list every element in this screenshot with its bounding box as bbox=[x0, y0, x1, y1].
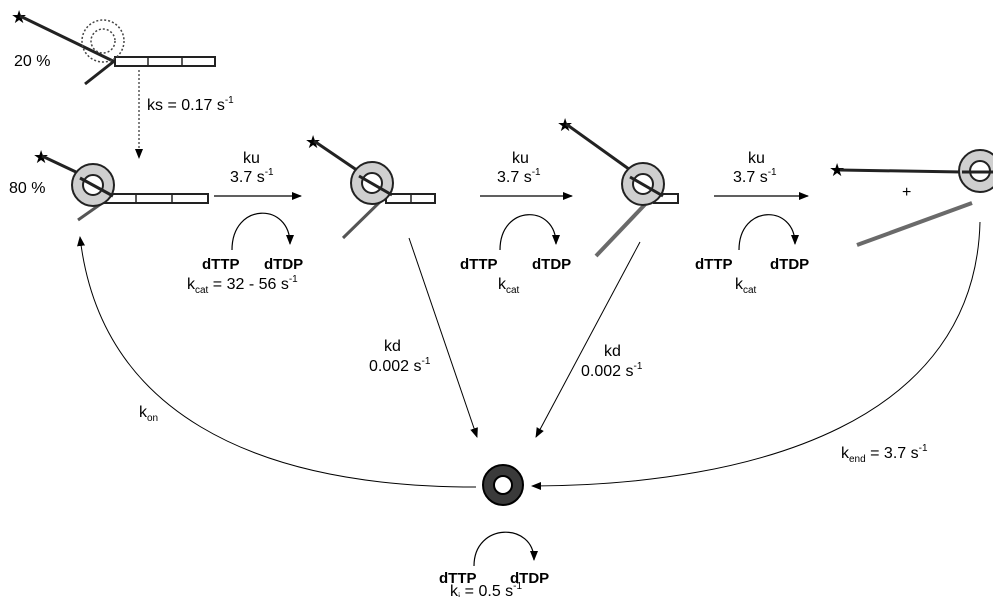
free-dttp-label: dTTP bbox=[439, 570, 477, 587]
ku-label-1: ku bbox=[243, 150, 260, 167]
ks-label: ks = 0.17 s-1 bbox=[147, 95, 234, 114]
dttp-label-1: dTTP bbox=[202, 256, 240, 273]
ku-value-3: 3.7 s-1 bbox=[733, 167, 777, 186]
dtdp-label-1: dTDP bbox=[264, 256, 303, 273]
kd-value-2: 0.002 s-1 bbox=[581, 361, 643, 380]
kcat-label-1: kcat = 32 - 56 s-1 bbox=[187, 274, 298, 296]
free-atp-hydrolysis-arrow bbox=[473, 531, 538, 567]
star-icon: ★ bbox=[33, 147, 49, 167]
ku-label-3: ku bbox=[748, 150, 765, 167]
ku-value-1: 3.7 s-1 bbox=[230, 167, 274, 186]
plus-sign: + bbox=[902, 184, 911, 201]
kd-name-1: kd bbox=[384, 338, 401, 355]
enzyme-dna-complex-3: ★ bbox=[557, 115, 679, 258]
dtdp-label-3: dTDP bbox=[770, 256, 809, 273]
unbound-substrate: ★ bbox=[11, 7, 216, 86]
dttp-label-3: dTTP bbox=[695, 256, 733, 273]
free-enzyme bbox=[482, 464, 524, 506]
ku-label-2: ku bbox=[512, 150, 529, 167]
dttp-label-2: dTTP bbox=[460, 256, 498, 273]
star-icon: ★ bbox=[557, 115, 573, 135]
kcat-label-3: kcat bbox=[735, 276, 757, 296]
atp-hydrolysis-arrow-3 bbox=[738, 214, 799, 251]
kend-label: kend = 3.7 s-1 bbox=[841, 443, 928, 465]
enzyme-dna-complex-1: ★ bbox=[33, 147, 209, 222]
ku-value-2: 3.7 s-1 bbox=[497, 167, 541, 186]
ki-label: ki = 0.5 s-1 bbox=[450, 581, 522, 597]
kd-arrow-2 bbox=[535, 241, 641, 438]
atp-hydrolysis-arrow-1 bbox=[231, 212, 294, 251]
dotted-enzyme-outline bbox=[81, 19, 125, 63]
percent-unbound: 20 % bbox=[14, 53, 50, 70]
unwound-products: ★ bbox=[829, 149, 993, 247]
kcat-label-2: kcat bbox=[498, 276, 520, 296]
free-dtdp-label: dTDP bbox=[510, 570, 549, 587]
percent-bound: 80 % bbox=[9, 180, 45, 197]
dtdp-label-2: dTDP bbox=[532, 256, 571, 273]
star-icon: ★ bbox=[305, 132, 321, 152]
kend-arrow bbox=[531, 221, 981, 490]
kon-arrow bbox=[77, 236, 477, 488]
kd-arrow-1 bbox=[408, 237, 478, 438]
atp-hydrolysis-arrow-2 bbox=[499, 214, 560, 251]
enzyme-dna-complex-2: ★ bbox=[305, 132, 436, 240]
kon-label: kon bbox=[139, 404, 158, 424]
star-icon: ★ bbox=[11, 7, 27, 27]
kd-name-2: kd bbox=[604, 343, 621, 360]
kd-value-1: 0.002 s-1 bbox=[369, 356, 431, 375]
star-icon: ★ bbox=[829, 160, 845, 180]
